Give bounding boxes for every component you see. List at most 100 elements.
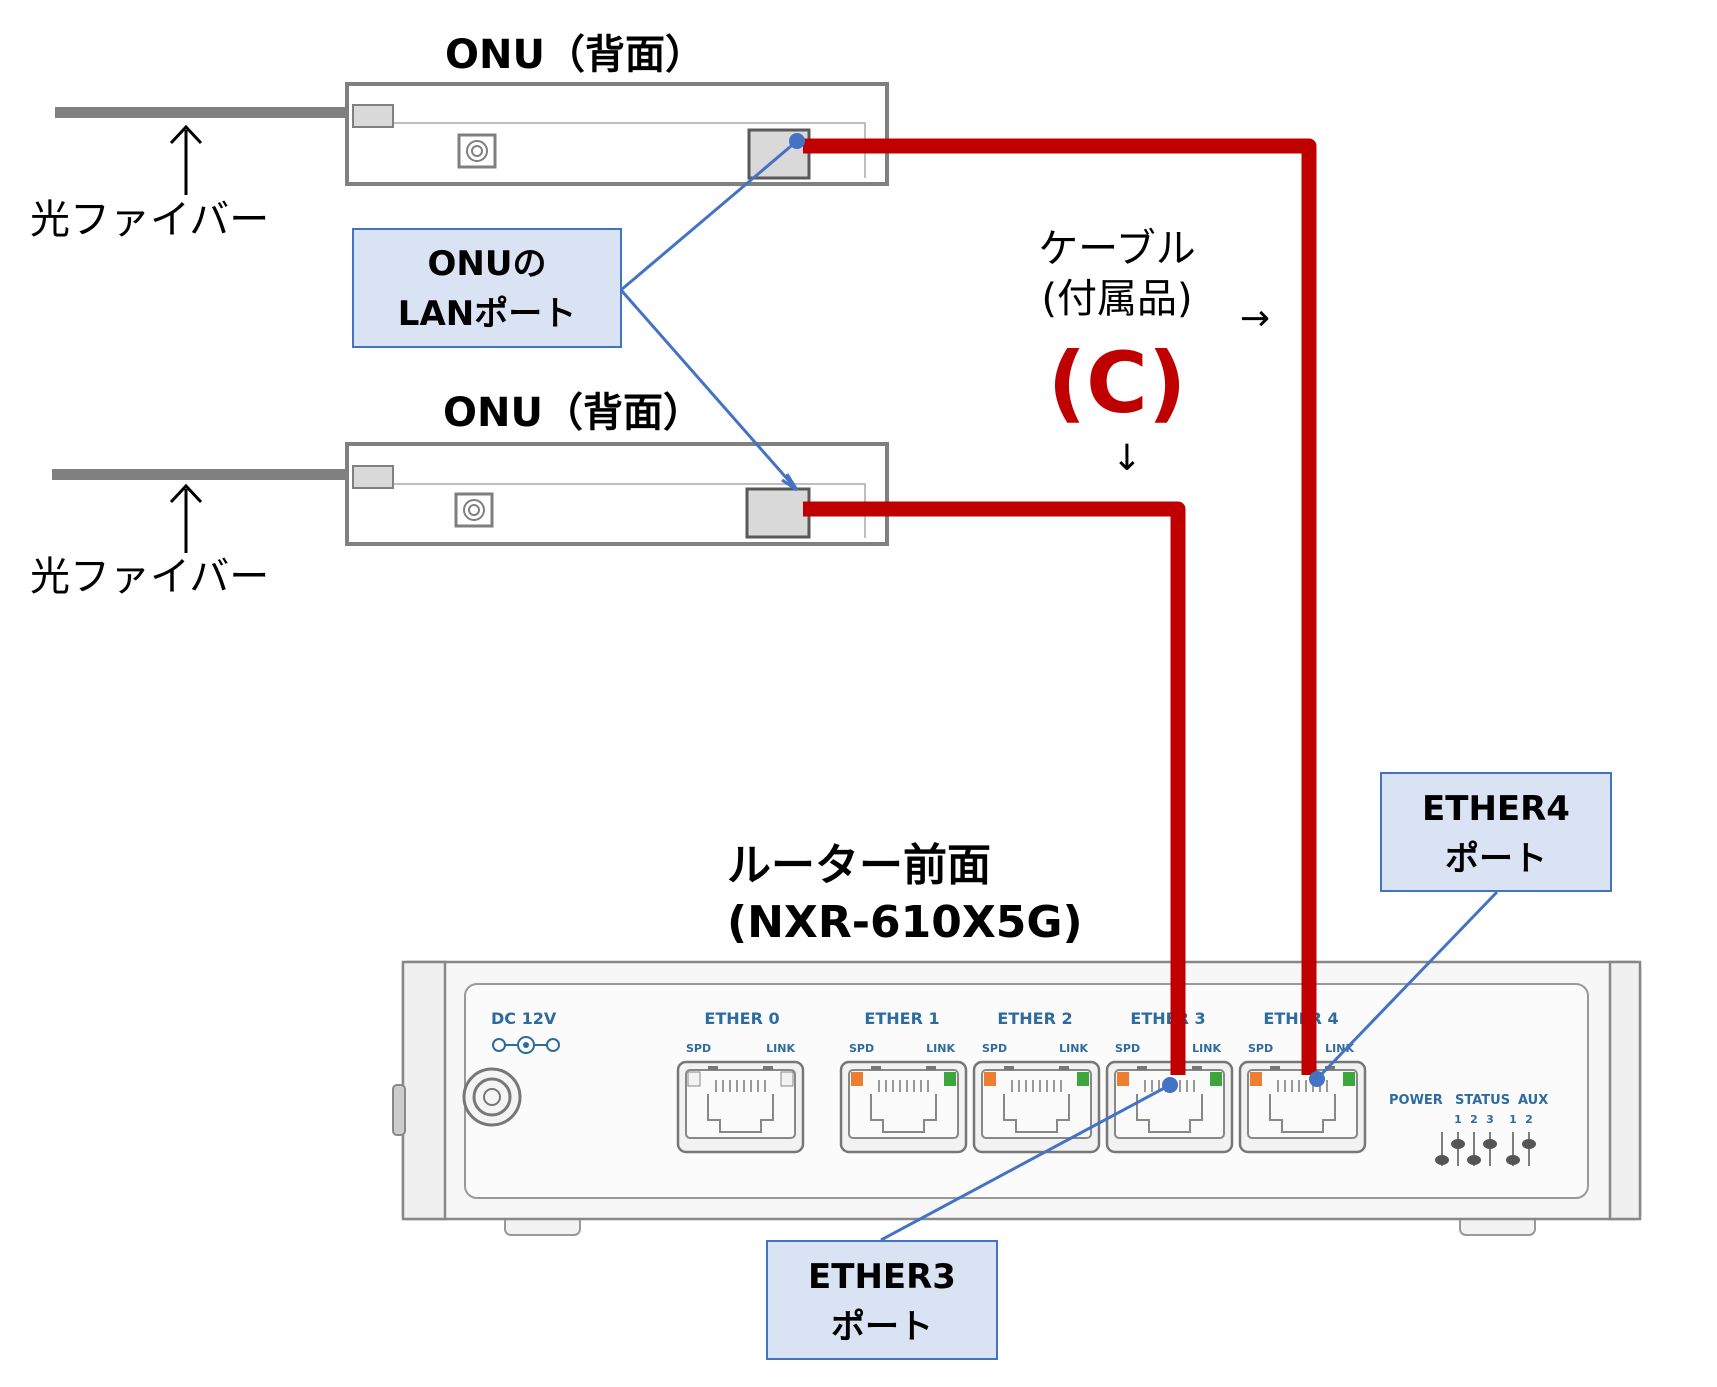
port-link-label: LINK [1325,1042,1354,1055]
onu-bottom-power-jack-core [468,504,480,516]
link-led [1210,1072,1222,1086]
dc-jack [462,1067,522,1127]
callout-onu-lan-line2: LANポート [398,294,576,334]
spd-led [1250,1072,1262,1086]
fiber-connector-top [352,104,394,128]
rj45-socket [972,1060,1101,1154]
rj45-socket [839,1060,968,1154]
led-aux-label: AUX [1518,1093,1548,1108]
fiber-arrow-top-head [169,124,203,145]
port-label: ETHER 2 [997,1009,1072,1028]
onu-top-power-jack-ring [466,140,488,162]
onu-top-title: ONU（背面） [445,32,705,78]
router: ルーター前面 (NXR-610X5G) DC 12V ETHER 0 SPD L… [392,840,1642,1236]
leader-dot [1162,1077,1178,1093]
port-spd-label: SPD [982,1042,1007,1055]
callout-ether4-line1: ETHER4 [1422,789,1570,829]
fiber-label-top: 光ファイバー [30,197,269,243]
led-number: 3 [1486,1113,1494,1126]
leader-onu-top [620,139,798,292]
cable-to-ether4 [803,138,1317,1075]
port-spd-label: SPD [849,1042,874,1055]
cables [803,138,1317,1075]
port-link-label: LINK [766,1042,795,1055]
link-led [780,1071,794,1087]
spd-led [1117,1072,1129,1086]
port-sockets [676,1060,1367,1154]
router-side-left [401,960,447,1221]
onu-bottom: ONU（背面） 光ファイバー [30,390,889,600]
leader-dot [789,133,805,149]
onu-top: ONU（背面） 光ファイバー [30,32,889,243]
port-link-label: LINK [1192,1042,1221,1055]
callout-ether4-line2: ポート [1445,839,1547,879]
led-indicator [1506,1132,1520,1166]
fiber-arrow-bottom-head [169,483,203,504]
spd-led [687,1071,701,1087]
leader-dot [1309,1071,1325,1087]
led-indicator [1483,1132,1497,1166]
cable-label-line1: ケーブル [1038,226,1196,272]
router-side-knob [392,1084,406,1136]
callout-ether3: ETHER3 ポート [766,1240,998,1360]
led-number: 1 [1454,1113,1462,1126]
cable-label-line2: (付属品) [1041,276,1192,322]
callout-ether4-box [1380,772,1612,892]
cable-label: ケーブル (付属品) (C) → ↓ [1038,226,1270,479]
onu-bottom-lan-port [745,487,811,539]
port-link-label: LINK [926,1042,955,1055]
led-indicator [1435,1132,1449,1166]
onu-bottom-inner [353,483,866,538]
led-panel: POWER STATUS AUX 1 2 3 1 2 [1389,1093,1548,1166]
led-number: 2 [1470,1113,1478,1126]
leader-lines [619,133,1499,1242]
port-ether4: ETHER 4 SPD LINK [1248,1009,1354,1055]
leader-ether3 [880,1083,1171,1242]
port-label: ETHER 4 [1263,1009,1338,1028]
port-spd-label: SPD [1115,1042,1140,1055]
port-label: ETHER 3 [1130,1009,1205,1028]
port-label: ETHER 0 [704,1009,779,1028]
port-ether3: ETHER 3 SPD LINK [1115,1009,1221,1055]
router-side-right [1608,960,1642,1221]
router-title-line2: (NXR-610X5G) [727,897,1083,948]
fiber-cable-top [55,107,350,118]
callout-onu-lan-box [352,228,622,348]
led-number: 1 [1509,1113,1517,1126]
dc-label: DC 12V [491,1009,557,1028]
led-power-label: POWER [1389,1093,1443,1108]
link-led [944,1072,956,1086]
leader-arrow-head [781,473,799,492]
onu-bottom-title: ONU（背面） [443,390,703,436]
callout-ether4: ETHER4 ポート [1380,772,1612,892]
cable-arrow-right: → [1240,298,1270,339]
callout-ether3-box [766,1240,998,1360]
port-spd-label: SPD [686,1042,711,1055]
dc-polarity-icon [492,1036,560,1054]
link-led [1343,1072,1355,1086]
spd-led [851,1072,863,1086]
leader-ether4 [1315,890,1499,1081]
led-status-label: STATUS [1455,1093,1510,1108]
port-ether1: ETHER 1 SPD LINK [849,1009,955,1055]
spd-led [984,1072,996,1086]
rj45-socket [1105,1060,1234,1154]
rj45-socket [676,1060,805,1154]
leader-onu-bottom [619,289,799,491]
led-indicator [1451,1132,1465,1166]
cable-code: (C) [1048,334,1186,432]
cable-arrow-down: ↓ [1112,438,1142,479]
led-marks [1435,1132,1536,1166]
rj45-socket [1238,1060,1367,1154]
link-led [1077,1072,1089,1086]
callout-onu-lan-line1: ONUの [428,244,547,284]
port-spd-label: SPD [1248,1042,1273,1055]
fiber-connector-bottom [352,465,394,489]
router-title-line1: ルーター前面 [727,840,991,891]
led-indicator [1522,1132,1536,1166]
port-link-label: LINK [1059,1042,1088,1055]
onu-bottom-power-jack [454,492,494,528]
led-indicator [1467,1132,1481,1166]
onu-top-inner [353,122,866,178]
